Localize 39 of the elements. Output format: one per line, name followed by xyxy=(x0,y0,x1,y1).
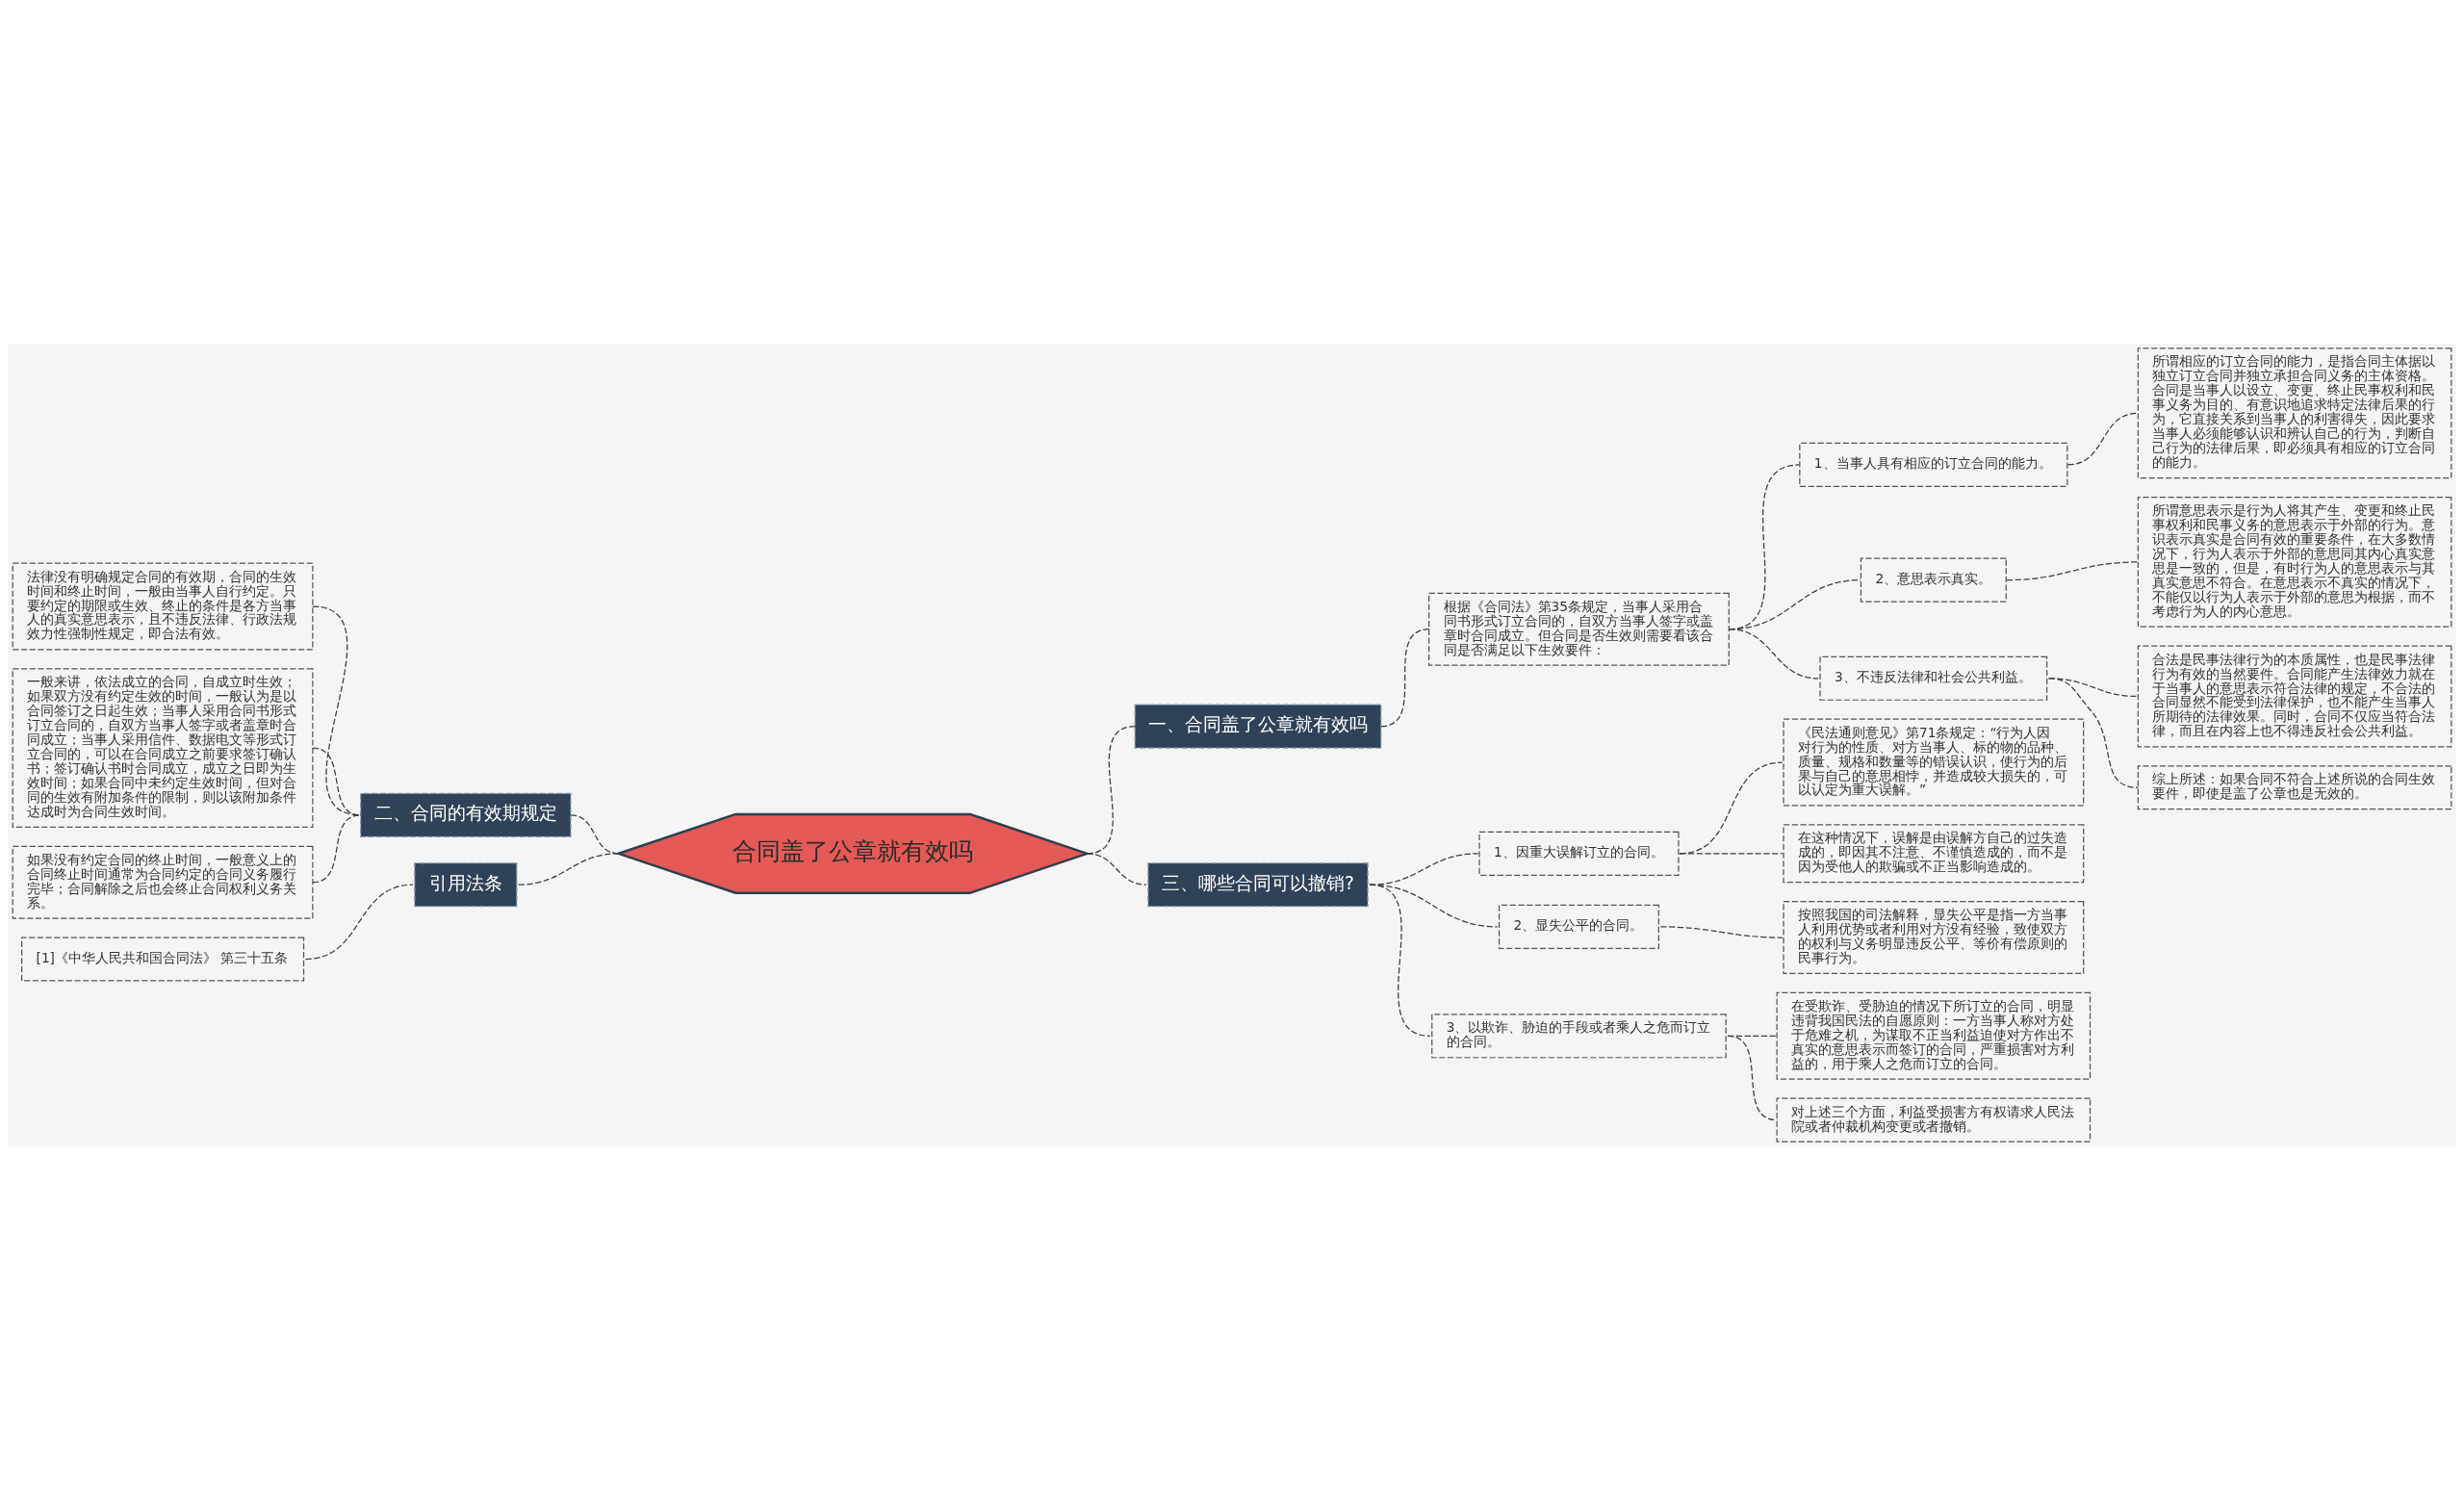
node-box: 3、不违反法律和社会公共利益。 xyxy=(1819,655,2048,701)
node-box: 《民法通则意见》第71条规定：“行为人因对行为的性质、对方当事人、标的物的品种、质量、规格和数量等的错误认识，使行为的后果与自己的意思相悖，并造成较大损失的，可以认定为重大误解。” xyxy=(1783,718,2085,807)
node-box: 1、因重大误解订立的合同。 xyxy=(1478,831,1680,876)
node-box: 引用法条 xyxy=(414,861,518,907)
connector xyxy=(2006,560,2139,580)
node-box: 如果没有约定合同的终止时间，一般意义上的合同终止时间通常为合同约定的合同义务履行完毕；合同解除之后也会终止合同权利义务关系。 xyxy=(12,845,314,919)
connector xyxy=(1369,884,1431,1037)
connector xyxy=(1659,925,1784,938)
connector xyxy=(2047,677,2139,788)
connector xyxy=(304,884,414,960)
node-box: 一、合同盖了公章就有效吗 xyxy=(1134,704,1382,749)
node-box: 在这种情况下，误解是由误解方自己的过失造成的，即因其不注意、不谨慎造成的，而不是因为受他人的欺骗或不正当影响造成的。 xyxy=(1783,823,2085,883)
node-box: 根据《合同法》第35条规定，当事人采用合同书形式订立合同的，自双方当事人签字或盖章时合同成立。但合同是否生效则需要看该合同是否满足以下生效要件： xyxy=(1428,592,1730,666)
connector xyxy=(1728,628,1819,679)
node-box: 所谓意思表示是行为人将其产生、变更和终止民事权利和民事义务的意思表示于外部的行为。意识表示真实是合同有效的重要条件，在大多数情况下，行为人表示于外部的意思同其内心真实意思是一致的，但是，有时行为人的意思表示与其真实意思不符合。在意思表示不真实的情况下，不能仅以行为人表示于外部的意思为根据，而不考虑行为人的内心意思。 xyxy=(2137,496,2452,628)
connector xyxy=(1086,852,1147,886)
node-box: 法律没有明确规定合同的有效期，合同的生效时间和终止时间，一般由当事人自行约定。只要约定的期限或生效、终止的条件是各方当事人的真实意思表示，且不违反法律、行政法规效力性强制性规定，即合法有效。 xyxy=(12,562,314,650)
node-box: 综上所述：如果合同不符合上述所说的合同生效要件，即使是盖了公章也是无效的。 xyxy=(2137,764,2452,809)
node-box: 一般来讲，依法成立的合同，自成立时生效；如果双方没有约定生效的时间，一般认为是以合同签订之日起生效；当事人采用合同书形式订立合同的，自双方当事人签字或者盖章时合同成立；当事人采用信件、数据电文等形式订立合同的，可以在合同成立之前要求签订确认书；签订确认书时合同成立，成立之日即为生效时间；如果合同中未约定生效时间，但对合同的生效有附加条件的限制，则以该附加条件达成时为合同生效时间。 xyxy=(12,667,314,828)
node-box: 三、哪些合同可以撤销? xyxy=(1147,861,1369,907)
node-box: 合法是民事法律行为的本质属性，也是民事法律行为有效的当然要件。合同能产生法律效力就在于当事人的意思表示符合法律的规定，不合法的合同显然不能受到法律保护，也不能产生当事人所期待的法律效果。同时，合同不仅应当符合法律，而且在内容上也不得违反社会公共利益。 xyxy=(2137,645,2452,747)
connector xyxy=(1727,1035,1778,1120)
connector xyxy=(312,813,362,883)
connector xyxy=(1380,628,1430,727)
connector xyxy=(1679,852,1784,854)
node-box: 对上述三个方面，利益受损害方有权请求人民法院或者仲裁机构变更或者撤销。 xyxy=(1776,1097,2092,1142)
node-box: 3、以欺诈、胁迫的手段或者乘人之危而订立的合同。 xyxy=(1431,1013,1727,1058)
node-box: 所谓相应的订立合同的能力，是指合同主体据以独立订立合同并独立承担合同义务的主体资格。合同是当事人以设立、变更、终止民事权利和民事义务为目的、有意识地追求特定法律后果的行为，它直接关系到当事人的利害得失，因此要求当事人必须能够认识和辨认自己的行为，判断自己行为的法律后果，即必须具有相应的订立合同的能力。 xyxy=(2137,347,2452,478)
node-box: 按照我国的司法解释，显失公平是指一方当事人利用优势或者利用对方没有经验，致使双方的权利与义务明显违反公平、等价有偿原则的民事行为。 xyxy=(1783,900,2085,974)
connector xyxy=(570,813,620,854)
node-box: 2、显失公平的合同。 xyxy=(1498,904,1659,949)
node-box: [1]《中华人民共和国合同法》 第三十五条 xyxy=(20,936,305,982)
connector xyxy=(1679,760,1784,854)
node-box: 2、意思表示真实。 xyxy=(1860,557,2007,603)
node-box: 1、当事人具有相应的订立合同的能力。 xyxy=(1799,442,2068,487)
connector xyxy=(2066,412,2139,466)
node-box: 二、合同的有效期规定 xyxy=(360,792,572,837)
node-box: 在受欺诈、受胁迫的情况下所订立的合同，明显违背我国民法的自愿原则：一方当事人称对方处于危难之机，为谋取不正当利益迫使对方作出不真实的意思表示而签订的合同，严重损害对方利益的，用于乘人之危而订立的合同。 xyxy=(1776,991,2092,1080)
connector xyxy=(518,852,620,886)
